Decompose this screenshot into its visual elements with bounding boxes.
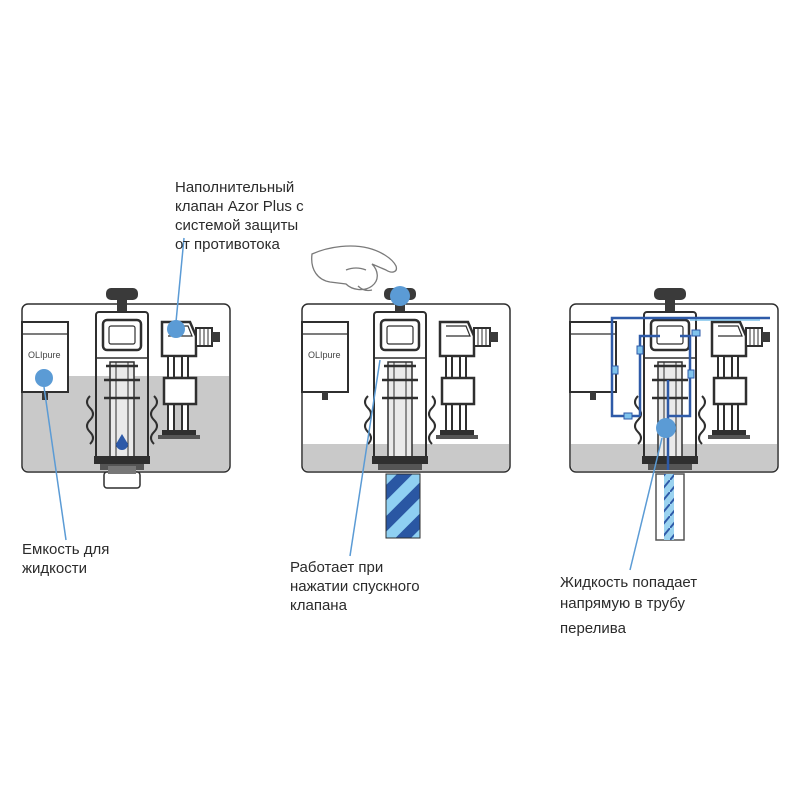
hand-sketch [311, 245, 398, 292]
brand-logo-2: OLIpure [308, 350, 341, 360]
label-fill-valve: Наполнительный клапан Azor Plus с систем… [175, 178, 304, 254]
label-fill-valve-line-3: системой защиты [175, 217, 299, 234]
flow-arrows [611, 329, 701, 420]
label-container-line-1: Емкость для [22, 541, 110, 558]
label-flush-valve-line-2: нажатии спускного [290, 578, 420, 595]
label-overflow-line-2: напрямую в трубу [560, 595, 686, 612]
brand-logo-1: OLIpure [28, 350, 61, 360]
label-fill-valve-line-2: клапан Azor Plus с [175, 198, 304, 215]
panel-2: OLIpure [301, 245, 511, 557]
label-container-line-2: жидкости [22, 560, 87, 577]
overflow-marker [656, 418, 676, 438]
label-container: Емкость для жидкости [22, 540, 109, 578]
label-fill-valve-line-4: от противотока [175, 236, 280, 253]
label-fill-valve-line-1: Наполнительный [175, 179, 295, 196]
label-overflow-line-3: перелива [560, 620, 626, 637]
label-overflow: Жидкость попадает напрямую в трубу перел… [560, 572, 697, 639]
panel-1: OLIpure [21, 237, 231, 541]
label-flush-valve: Работает при нажатии спускного клапана [290, 558, 420, 615]
fill-valve-marker [167, 320, 185, 338]
flush-button-marker [390, 286, 410, 306]
label-flush-valve-line-3: клапана [290, 597, 347, 614]
panel-3 [569, 286, 779, 571]
overflow-stream [664, 474, 674, 540]
label-overflow-line-1: Жидкость попадает [560, 574, 698, 591]
label-flush-valve-line-1: Работает при [290, 559, 384, 576]
container-marker [35, 369, 53, 387]
flush-water [385, 473, 421, 539]
